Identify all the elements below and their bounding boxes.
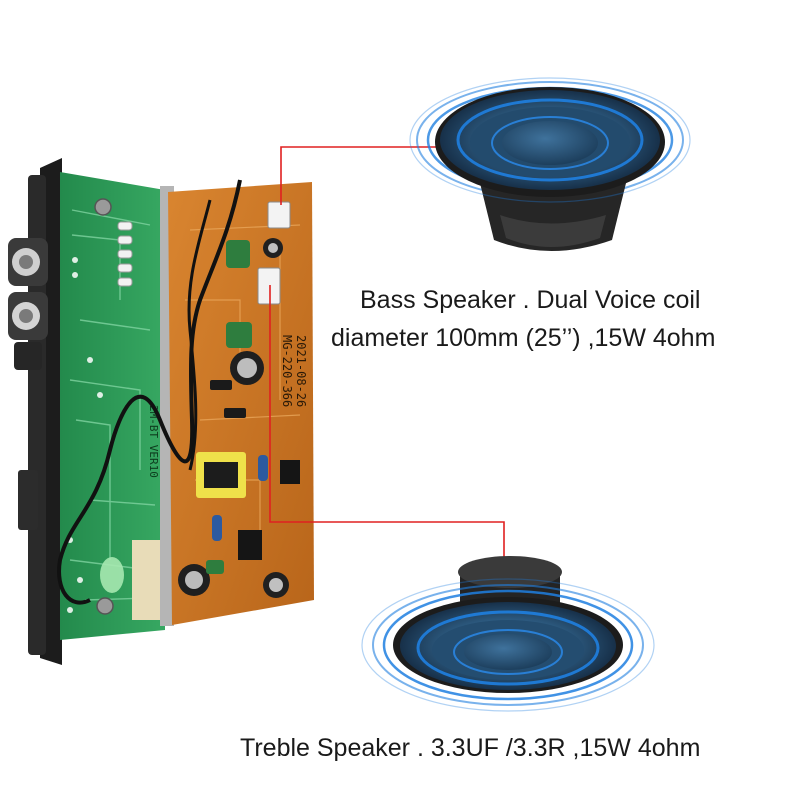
transformer-icon <box>196 452 246 498</box>
resistor-icon <box>258 455 268 481</box>
chip-icon <box>280 460 300 484</box>
volume-knob <box>14 342 42 370</box>
treble-speaker-caption: Treble Speaker . 3.3UF /3.3R ,15W 4ohm <box>240 734 701 762</box>
screw-icon <box>96 597 114 615</box>
led-icon <box>100 557 124 593</box>
diode-icon <box>210 380 232 390</box>
treble-dome <box>464 634 552 670</box>
antenna-wire <box>57 179 242 605</box>
treble-glow-ring <box>372 584 644 706</box>
rca-jack-icon <box>8 292 48 340</box>
orange-pcb-label: MG-220-366 <box>280 335 294 407</box>
capacitor-icon <box>226 240 250 268</box>
pin-header <box>117 221 133 287</box>
bass-connector <box>267 201 291 229</box>
resistor-icon <box>212 515 222 541</box>
treble-speaker <box>361 556 655 712</box>
treble-callout-line <box>269 285 505 565</box>
treble-connector <box>257 267 281 305</box>
bass-speaker <box>409 77 691 251</box>
bass-callout-line <box>280 146 436 205</box>
bass-speaker-caption-line-2: diameter 100mm (25’’) ,15W 4ohm <box>331 324 716 352</box>
screw-icon <box>94 198 112 216</box>
bass-dome <box>502 121 598 165</box>
amplifier-board: 2M-BT VER10 <box>8 158 314 665</box>
capacitor-icon <box>226 322 252 348</box>
electrolytic-capacitor-icon <box>178 564 210 596</box>
resistor-icon <box>206 560 224 574</box>
chip-icon <box>238 530 262 560</box>
electrolytic-capacitor-icon <box>263 238 283 258</box>
callout-lines <box>269 146 505 565</box>
green-pcb <box>60 172 165 640</box>
rca-jack-icon <box>8 238 48 286</box>
electrolytic-capacitor-icon <box>263 572 289 598</box>
green-pcb-label: 2M-BT VER10 <box>147 405 160 478</box>
orange-pcb-date: 2021-08-26 <box>294 335 308 407</box>
side-switch <box>18 470 38 530</box>
electrolytic-capacitor-icon <box>230 351 264 385</box>
diode-icon <box>224 408 246 418</box>
antenna-board <box>132 540 162 620</box>
bass-speaker-caption-line-1: Bass Speaker . Dual Voice coil <box>360 286 701 314</box>
